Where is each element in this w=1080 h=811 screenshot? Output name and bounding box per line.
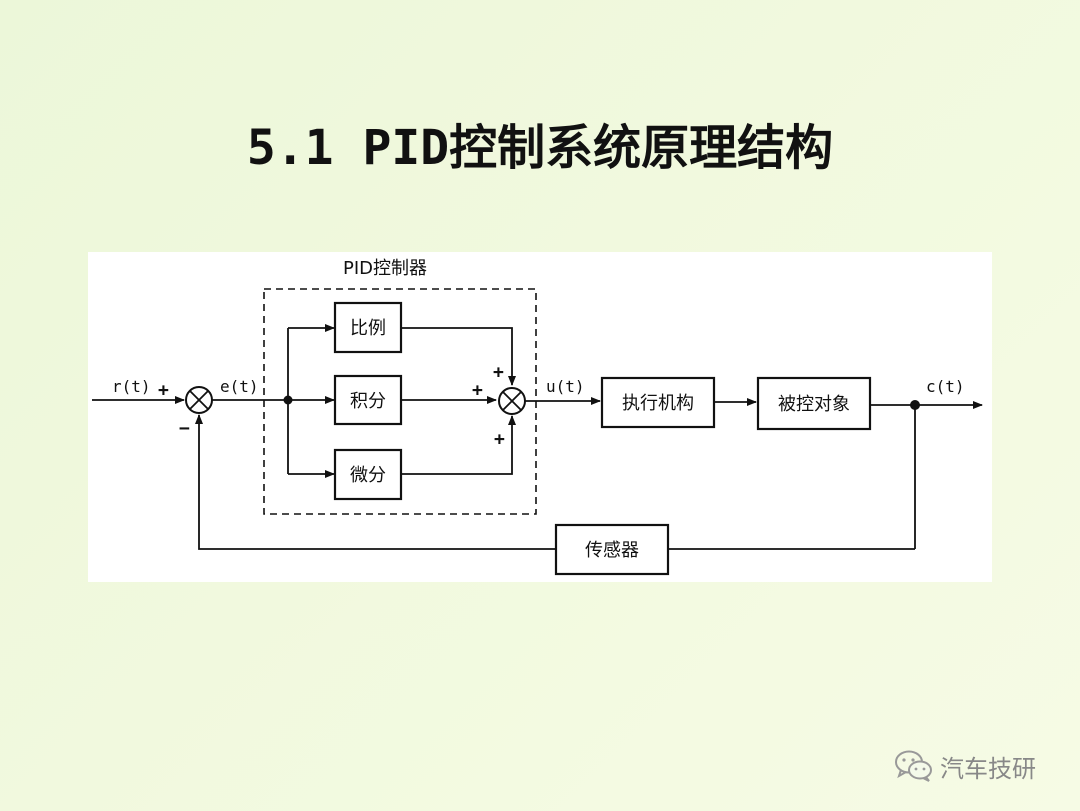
feedback-return-line xyxy=(195,414,556,550)
error-summing-junction xyxy=(185,386,213,414)
derivative-label: 微分 xyxy=(350,465,386,486)
integral-plus-sign: + xyxy=(472,380,483,401)
proportional-output-line xyxy=(401,327,516,386)
plant-block xyxy=(756,376,872,431)
derivative-block xyxy=(333,448,403,501)
derivative-plus-sign: + xyxy=(494,429,505,450)
control-signal-label: u(t) xyxy=(546,377,585,396)
slide-title: 5.1 PID控制系统原理结构 xyxy=(246,120,834,176)
proportional-label: 比例 xyxy=(350,318,386,339)
pid-controller-label: PID控制器 xyxy=(343,258,427,279)
diagram-canvas: PID控制器 r(t) + − e(t) 比例 积分 微分 + xyxy=(92,258,983,576)
wechat-icon xyxy=(895,750,932,782)
pid-block-diagram: PID控制器 r(t) + − e(t) 比例 积分 微分 + xyxy=(88,252,992,582)
error-signal-label: e(t) xyxy=(220,377,259,396)
derivative-output-line xyxy=(401,415,516,475)
proportional-plus-sign: + xyxy=(493,362,504,383)
output-signal-label: c(t) xyxy=(926,377,965,396)
integral-label: 积分 xyxy=(350,391,386,412)
reference-signal-label: r(t) xyxy=(112,377,151,396)
reference-plus-sign: + xyxy=(158,380,169,401)
sensor-label: 传感器 xyxy=(585,540,639,561)
proportional-block xyxy=(333,301,403,354)
feedback-minus-sign: − xyxy=(179,418,190,439)
plant-label: 被控对象 xyxy=(778,394,850,415)
pid-summing-junction xyxy=(498,387,526,415)
sensor-block xyxy=(554,523,670,576)
watermark-text: 汽车技研 xyxy=(940,754,1036,783)
watermark: 汽车技研 xyxy=(894,744,1036,788)
actuator-label: 执行机构 xyxy=(622,393,694,414)
actuator-block xyxy=(600,376,716,429)
